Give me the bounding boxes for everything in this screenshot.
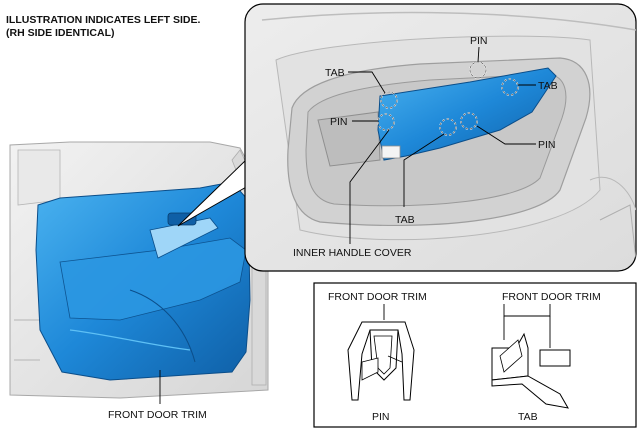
front-door-trim-label: FRONT DOOR TRIM <box>108 409 207 421</box>
pin-legend-title: FRONT DOOR TRIM <box>328 291 427 303</box>
door-illustration: FRONT DOOR TRIM <box>9 141 269 421</box>
illustration-note: ILLUSTRATION INDICATES LEFT SIDE. (RH SI… <box>6 14 201 39</box>
label-pin-right: PIN <box>538 139 556 151</box>
note-line-2: (RH SIDE IDENTICAL) <box>6 27 115 39</box>
label-pin-left: PIN <box>330 116 348 128</box>
tab-legend-figure: FRONT DOOR TRIM TAB <box>491 291 601 423</box>
label-inner-handle-cover: INNER HANDLE COVER <box>293 247 412 259</box>
tab-legend-caption: TAB <box>518 411 538 423</box>
leader-lines <box>348 46 536 244</box>
note-line-1: ILLUSTRATION INDICATES LEFT SIDE. <box>6 14 201 26</box>
detail-view: PIN TAB TAB PIN PIN TAB INNER HANDLE COV… <box>244 3 637 272</box>
label-pin-top: PIN <box>470 35 488 47</box>
tab-legend-title: FRONT DOOR TRIM <box>502 291 601 303</box>
label-tab-right: TAB <box>538 80 558 92</box>
label-tab-bottom: TAB <box>395 214 415 226</box>
pin-legend-caption: PIN <box>372 411 390 423</box>
label-tab-left: TAB <box>325 67 345 79</box>
fastener-legend: FRONT DOOR TRIM PIN FRONT DOOR TRIM TAB <box>313 282 637 428</box>
pin-legend-figure: FRONT DOOR TRIM PIN <box>328 291 427 423</box>
